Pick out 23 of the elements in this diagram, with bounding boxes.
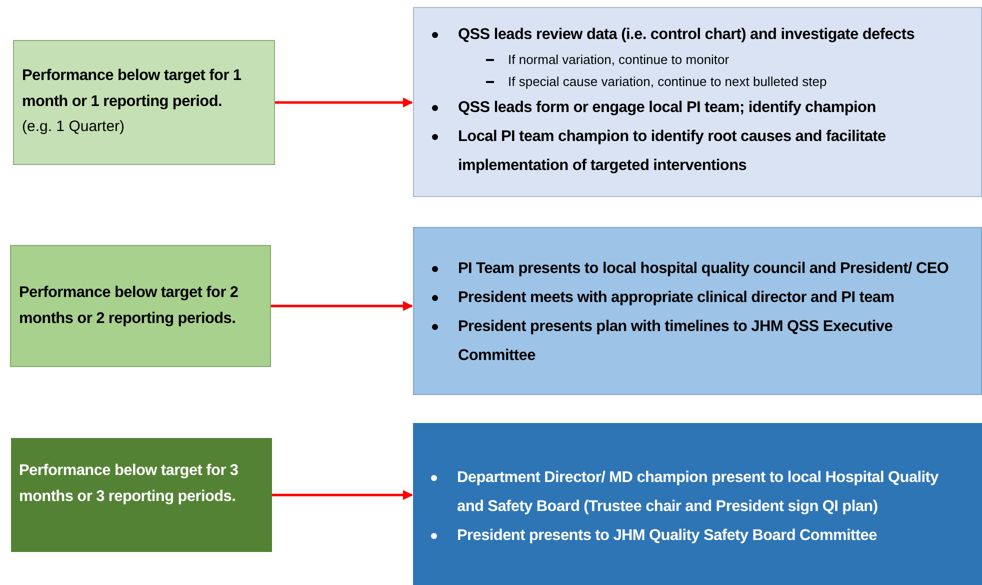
bullet-text: PI Team presents to local hospital quality council and President/ CEO — [458, 259, 949, 279]
condition-box — [10, 245, 271, 367]
sub-bullet-text: If special cause variation, continue to next bulleted step — [508, 73, 827, 91]
arrow — [275, 98, 413, 108]
bullet-text: President presents to JHM Quality Safety Board Committee — [457, 526, 877, 546]
bullet-text: QSS leads review data (i.e. control chart) and investigate defects — [458, 25, 915, 45]
condition-text: Performance below target for 1 month or 1 reporting period. — [22, 66, 242, 112]
condition-text: Performance below target for 3 months or 3 reporting periods. — [19, 461, 240, 507]
bullet-text: Local PI team champion to identify root causes and facilitate implementation of targeted interventions — [458, 127, 887, 176]
bullet-text: President meets with appropriate clinical director and PI team — [458, 288, 894, 308]
bullet-text: President presents plan with timelines to JHM QSS Executive Committee — [458, 317, 894, 366]
condition-text: (e.g. 1 Quarter) — [22, 117, 126, 137]
arrow — [271, 301, 413, 311]
arrow — [272, 490, 413, 500]
bullet-text: QSS leads form or engage local PI team; identify champion — [458, 98, 876, 118]
action-box — [413, 227, 982, 395]
sub-bullet-text: If normal variation, continue to monitor — [508, 51, 730, 69]
condition-box — [11, 438, 272, 552]
condition-text: Performance below target for 2 months or 2 reporting periods. — [19, 283, 240, 329]
bullet-text: Department Director/ MD champion present to local Hospital Quality and Safety Board (Trustee chair and President sign QI plan) — [457, 468, 940, 517]
action-box — [413, 423, 982, 585]
action-box — [413, 7, 982, 197]
condition-box — [13, 40, 275, 165]
